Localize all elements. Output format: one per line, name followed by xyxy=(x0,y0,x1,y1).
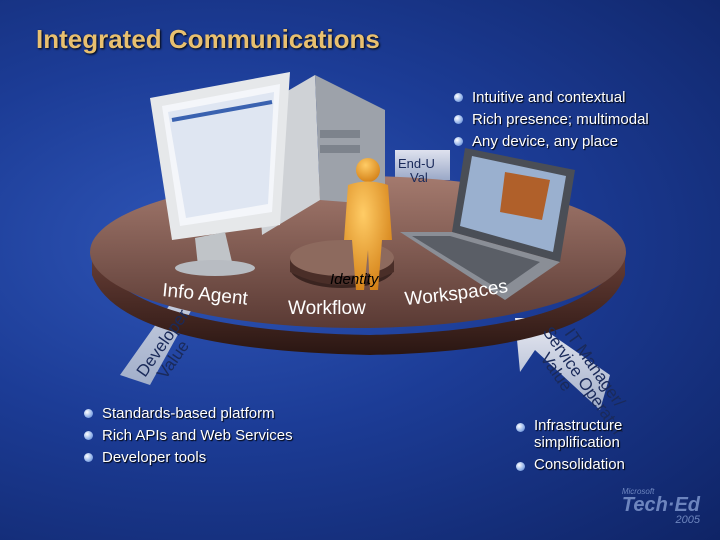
list-item: Rich APIs and Web Services xyxy=(80,425,293,447)
logo-name: Tech·Ed xyxy=(622,496,700,514)
list-item: Consolidation xyxy=(512,456,662,473)
end-user-value-line1: End-U xyxy=(398,156,435,171)
list-item: Intuitive and contextual xyxy=(450,87,649,109)
list-item: Standards-based platform xyxy=(80,403,293,425)
end-user-bullet-list: Intuitive and contextual Rich presence; … xyxy=(450,87,649,153)
end-user-value-line2: Val xyxy=(410,170,428,185)
identity-label: Identity xyxy=(330,271,380,288)
list-item: Any device, any place xyxy=(450,131,649,153)
workflow-label: Workflow xyxy=(288,298,366,319)
list-item: Developer tools xyxy=(80,447,293,469)
page-title: Integrated Communications xyxy=(36,24,380,55)
list-item: Rich presence; multimodal xyxy=(450,109,649,131)
it-manager-bullet-list: Infrastructure simplification Consolidat… xyxy=(512,417,662,478)
tech-ed-logo: Microsoft Tech·Ed 2005 xyxy=(622,487,700,526)
list-item: Infrastructure simplification xyxy=(512,417,662,451)
developer-bullet-list: Standards-based platform Rich APIs and W… xyxy=(80,403,293,469)
